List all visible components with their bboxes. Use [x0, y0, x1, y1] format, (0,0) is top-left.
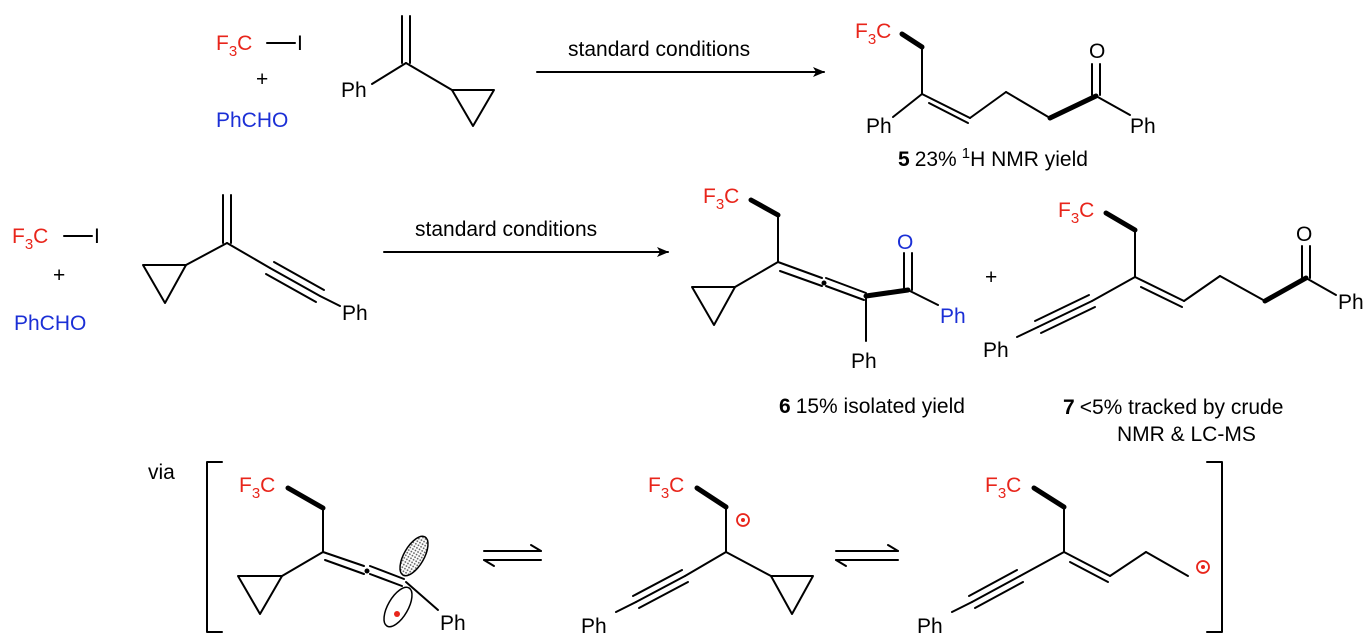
- product5-phenyl-right: Ph: [1130, 115, 1156, 138]
- int1-cf3-label: F3C: [239, 474, 275, 502]
- cf3i-reagent-1: F3C I: [216, 32, 303, 60]
- phenyl-label: Ph: [341, 79, 367, 102]
- aldehyde-label: PhCHO: [216, 109, 288, 132]
- product6-cf3-label: F3C: [703, 185, 739, 213]
- cf3-label: F3C: [216, 32, 252, 60]
- int2-phenyl: Ph: [581, 615, 607, 638]
- intermediate-1: F3C Ph: [237, 474, 466, 635]
- phenyl-label: Ph: [342, 302, 368, 325]
- cf3i-reagent-2: F3C I: [12, 225, 100, 253]
- plus-sign: +: [53, 264, 65, 287]
- product5-oxygen: O: [1089, 40, 1105, 63]
- iodine-label: I: [297, 32, 303, 55]
- plus-sign: +: [256, 68, 268, 91]
- iodine-label: I: [94, 225, 100, 248]
- left-bracket: [206, 461, 223, 633]
- product7-phenyl-right: Ph: [1338, 291, 1364, 314]
- product6-phenyl-carbonyl: Ph: [940, 305, 966, 328]
- int3-phenyl: Ph: [917, 615, 943, 638]
- product7-cf3-label: F3C: [1058, 199, 1094, 227]
- int2-cf3-label: F3C: [648, 474, 684, 502]
- reaction-2: F3C I + PhCHO Ph standard conditions F3C: [12, 185, 1364, 446]
- product7-oxygen: O: [1296, 223, 1312, 246]
- substrate-2: Ph: [142, 194, 368, 325]
- arrow-label-2: standard conditions: [415, 218, 597, 241]
- via-label: via: [148, 461, 175, 484]
- substrate-1: Ph: [341, 15, 495, 127]
- plus-sign-products: +: [985, 266, 997, 289]
- right-bracket: [1206, 461, 1223, 633]
- product6-phenyl-bottom: Ph: [851, 350, 877, 373]
- product7-caption-line2: NMR & LC-MS: [1117, 423, 1256, 446]
- product6-oxygen: O: [897, 231, 913, 254]
- product-7: F3C O Ph Ph 7<5% tracked by crude NMR & …: [983, 199, 1364, 446]
- arrow-label-1: standard conditions: [568, 38, 750, 61]
- aldehyde-label: PhCHO: [14, 312, 86, 335]
- product7-caption-line1: 7<5% tracked by crude: [1063, 396, 1283, 419]
- product5-phenyl-left: Ph: [866, 115, 892, 138]
- equilibrium-arrow-2: [835, 544, 899, 567]
- intermediate-3: F3C Ph: [917, 474, 1210, 638]
- product7-phenyl-alkyne: Ph: [983, 339, 1009, 362]
- reaction-1: F3C I + PhCHO Ph standard conditions F3C: [216, 15, 1156, 171]
- cf3-label: F3C: [12, 225, 48, 253]
- product5-cf3-label: F3C: [855, 20, 891, 48]
- int1-phenyl: Ph: [440, 612, 466, 635]
- int3-cf3-label: F3C: [985, 474, 1021, 502]
- equilibrium-arrow-1: [483, 544, 542, 567]
- intermediate-2: F3C Ph: [581, 474, 814, 638]
- mechanism: via F3C Ph: [148, 461, 1223, 638]
